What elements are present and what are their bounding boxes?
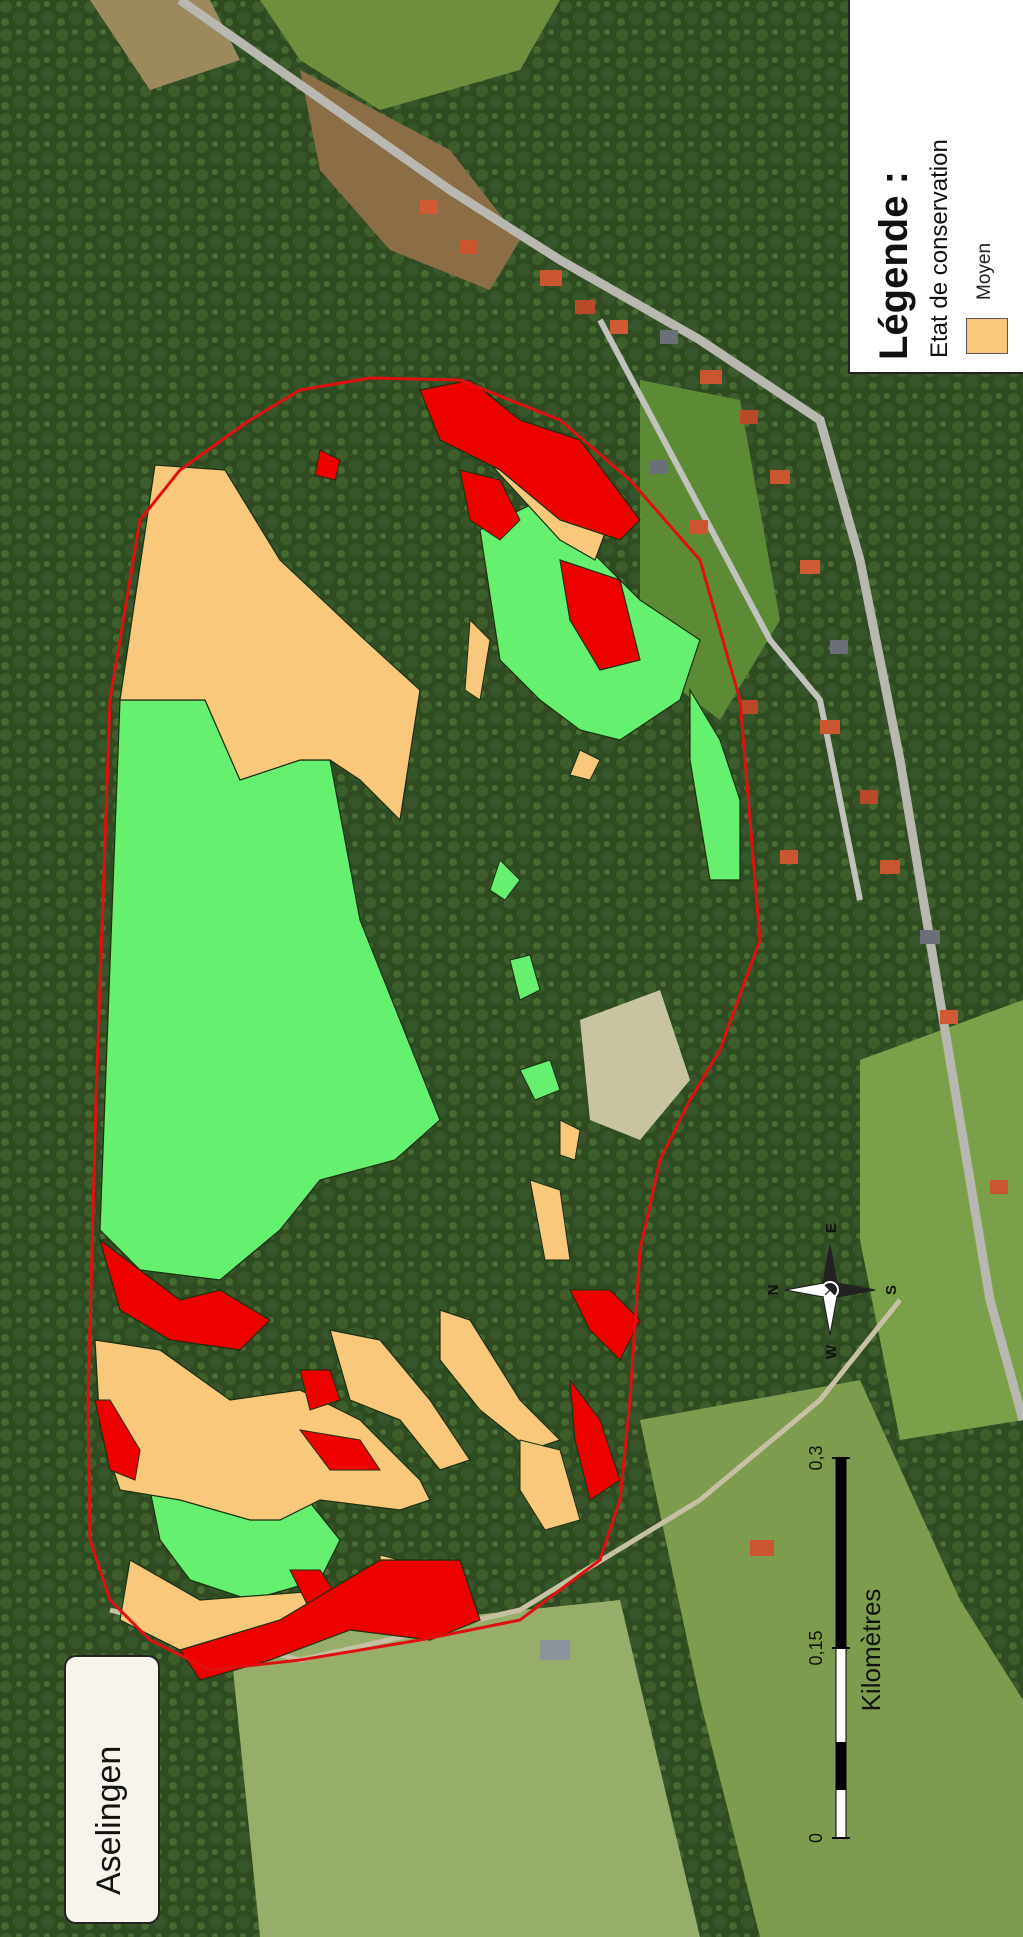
south-letter: S bbox=[883, 1285, 900, 1295]
field-top bbox=[260, 0, 560, 110]
quarry-clearing bbox=[580, 990, 690, 1140]
legend-title: Légende : bbox=[872, 171, 916, 360]
scale-tick-0: 0 bbox=[806, 1833, 826, 1843]
place-label: Aselingen bbox=[90, 1745, 128, 1895]
place-label-box: Aselingen bbox=[64, 1655, 160, 1924]
scale-tick-03: 0,3 bbox=[806, 1445, 826, 1470]
village-road bbox=[597, 318, 863, 901]
legend-subtitle: Etat de conservation bbox=[926, 139, 953, 358]
legend-box: Légende : Etat de conservation Moyen bbox=[848, 0, 1023, 374]
meadow-south-right bbox=[640, 1380, 1023, 1937]
meadow-south-east bbox=[860, 1000, 1023, 1440]
habitat-moyen bbox=[94, 384, 611, 1651]
scale-tick-015: 0,15 bbox=[806, 1630, 826, 1665]
north-arrow: N S W E bbox=[765, 1223, 900, 1359]
scale-bar: 0 0,15 0,3 Kilomètres bbox=[806, 1445, 886, 1843]
north-letter: N bbox=[765, 1285, 782, 1296]
east-letter: E bbox=[823, 1223, 840, 1233]
west-letter: W bbox=[823, 1344, 840, 1359]
site-perimeter bbox=[86, 376, 762, 1672]
legend-label-moyen: Moyen bbox=[974, 242, 995, 300]
scale-unit: Kilomètres bbox=[856, 1589, 886, 1712]
field-top-left bbox=[90, 0, 240, 90]
habitat-mauvais bbox=[94, 379, 641, 1681]
meadow-south bbox=[230, 1600, 700, 1937]
main-road bbox=[177, 0, 1023, 1422]
village-houses bbox=[420, 200, 1008, 1660]
legend-swatch-moyen bbox=[966, 318, 1008, 354]
